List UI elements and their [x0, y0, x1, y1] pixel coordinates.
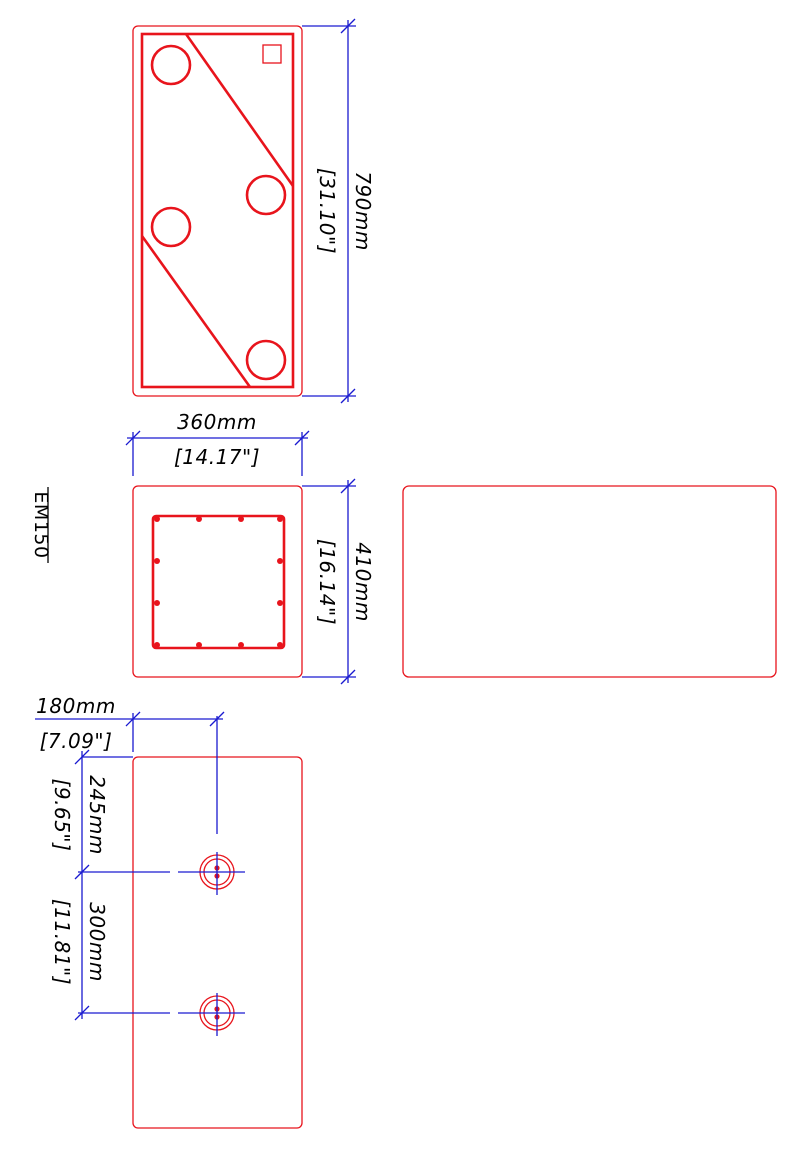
hole-offset-x-dimension: 180mm [7.09"]: [35, 694, 225, 753]
top-view-diagonal-upper: [184, 33, 295, 187]
height-dimension: 410mm [16.14"]: [302, 478, 375, 685]
height-mm-label: 410mm: [351, 542, 375, 622]
top-view-small-square: [262, 44, 282, 64]
side-view-outline: [132, 485, 303, 678]
length-dimension: 790mm [31.10"]: [302, 18, 375, 404]
front-elevation-outline: [402, 485, 777, 678]
side-view-rebar-dots: [154, 516, 283, 648]
hole-spacing-inch-label: [11.81"]: [50, 899, 74, 985]
height-inch-label: [16.14"]: [315, 539, 339, 625]
top-view-inner-frame: [140, 32, 295, 389]
top-view-circle-3: [150, 206, 192, 248]
hole-offset-y-inch-label: [9.65"]: [50, 779, 74, 852]
top-view-circle-2: [245, 174, 287, 216]
top-view-circle-1: [150, 44, 192, 86]
length-mm-label: 790mm: [351, 171, 375, 251]
top-view-outer-outline: [132, 25, 303, 397]
side-view: [132, 485, 303, 678]
hole-centerlines: [78, 716, 245, 1036]
top-view-circle-4: [245, 339, 287, 381]
width-inch-label: [14.17"]: [174, 445, 260, 469]
hole-offset-y-dimension: 245mm [9.65"] 300mm [11.81"]: [50, 749, 133, 1021]
length-inch-label: [31.10"]: [315, 168, 339, 254]
hole-spacing-mm-label: 300mm: [85, 902, 109, 982]
width-mm-label: 360mm: [177, 410, 257, 434]
width-dimension: 360mm [14.17"]: [125, 410, 310, 476]
top-view-diagonal-lower: [140, 235, 252, 388]
drawing-code-label: EM150: [30, 491, 52, 558]
side-view-cage: [151, 514, 286, 650]
hole-offset-y-mm-label: 245mm: [85, 775, 109, 855]
hole-offset-x-inch-label: [7.09"]: [40, 729, 113, 753]
hole-offset-x-mm-label: 180mm: [36, 694, 116, 718]
top-view: [132, 25, 303, 397]
